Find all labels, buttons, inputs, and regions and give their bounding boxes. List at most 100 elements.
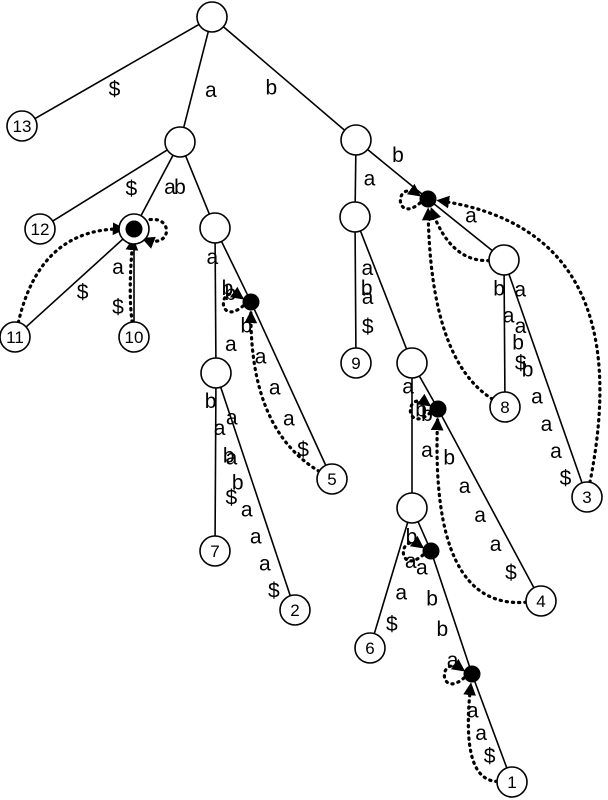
edge-n_babba-leaf6 [373, 522, 409, 634]
leaf-label-4: 4 [536, 592, 545, 611]
edge-n_abba-leaf7 [214, 387, 217, 537]
edge-label-n_babba-n_babbab: b [406, 525, 418, 548]
suffix-link-n_aa-n_aa [141, 217, 168, 249]
edge-n_ab-n_abba [214, 242, 217, 359]
edge-label-n_bab-n_baba: ab [402, 375, 427, 421]
internal-node-n_bba [488, 244, 520, 276]
edge-label-n_ba-n_bab: b [361, 277, 373, 300]
edge-n_bab-n_baba [418, 375, 435, 403]
suffix-link-leaf4-n_baba [430, 417, 528, 605]
suffix-link-n_bb-n_bb [398, 183, 422, 211]
edge-label-root-n_b: b [266, 76, 278, 99]
edge-n_a-leaf12 [52, 149, 168, 222]
suffix-link-leaf1-n_babbabab [463, 682, 499, 784]
edge-n_ba-n_bab [359, 230, 408, 350]
leaf-node-2 [279, 594, 311, 626]
leaf-node-5 [316, 463, 348, 495]
edge-label-n_a-n_aa: a [164, 176, 176, 199]
edge-n_a-n_ab [184, 155, 211, 215]
internal-node-n_a [164, 126, 196, 158]
internal-node-n_ba [339, 201, 371, 233]
leaf-label-7: 7 [210, 542, 219, 561]
leaf-node-7 [199, 535, 231, 567]
marked-node-n_abab [242, 293, 260, 311]
suffix-links [16, 183, 602, 784]
suffix-link-n_abab-n_abab [221, 286, 245, 314]
leaf-label-8: 8 [500, 398, 509, 417]
marked-node-n_bb [419, 190, 437, 208]
leaf-node-13 [6, 110, 38, 142]
edge-n_bba-leaf8 [503, 274, 506, 393]
leaf-label-2: 2 [290, 601, 299, 620]
leaf-node-4 [525, 585, 557, 617]
edge-n_abba-leaf2 [219, 386, 292, 597]
internal-node-root [196, 1, 228, 33]
edge-n_babbabab-leaf1 [474, 681, 508, 769]
tree-edges [25, 23, 583, 769]
leaf-node-1 [496, 766, 528, 798]
leaf-label-10: 10 [125, 328, 144, 347]
leaf-label-1: 1 [507, 773, 516, 792]
internal-node-n_bab [396, 347, 428, 379]
edge-label-n_a-leaf12: $ [126, 178, 138, 201]
edge-n_babba-n_babbab [417, 521, 429, 545]
edge-n_bb-n_bba [433, 203, 493, 252]
internal-node-n_ab [199, 212, 231, 244]
edge-label-n_b-n_ba: a [364, 168, 376, 191]
suffix-link-n_babbabab-n_babbabab [442, 658, 466, 686]
leaf-node-6 [354, 632, 386, 664]
edge-n_baba-leaf4 [441, 415, 535, 589]
edge-label-n_aa-leaf11: $ [77, 281, 89, 304]
edge-label-root-leaf13: $ [109, 78, 121, 101]
leaf-label-11: 11 [6, 328, 24, 347]
leaf-label-6: 6 [365, 639, 374, 658]
leaf-node-10 [118, 321, 150, 353]
edge-label-n_bb-n_bba: a [465, 205, 477, 228]
suffix-link-n_bba-n_bb [428, 206, 491, 263]
edge-n_aa-leaf11 [25, 233, 129, 328]
leaf-node-8 [489, 391, 521, 423]
edge-n_a-n_aa [137, 154, 174, 223]
leaf-label-3: 3 [582, 488, 591, 507]
leaf-label-12: 12 [31, 220, 50, 239]
suffix-link-leaf11-n_aa [16, 222, 126, 324]
internal-node-n_babba [396, 492, 428, 524]
edge-label-n_aa-leaf10: a$ [112, 256, 124, 319]
edge-label-n_b-n_bb: b [392, 144, 404, 167]
internal-node-n_abba [200, 357, 232, 389]
edge-n_b-n_ba [354, 154, 357, 203]
suffix-link-leaf10-n_aa [125, 237, 139, 324]
edge-label-n_a-n_ab: b [174, 176, 186, 199]
edge-n_ab-n_abab [220, 241, 249, 296]
edge-label-n_baba-leaf4: baaa$ [443, 446, 517, 584]
leaf-label-5: 5 [327, 470, 336, 489]
leaf-node-11 [0, 321, 31, 353]
suffix-link-leaf5-n_abab [244, 310, 321, 473]
edge-n_babbab-n_babbabab [432, 558, 471, 667]
leaf-node-9 [340, 347, 372, 379]
edge-root-leaf13 [34, 23, 200, 120]
leaf-node-12 [24, 213, 56, 245]
marked-node-n_babbabab [463, 665, 481, 683]
edge-root-n_b [222, 26, 346, 131]
suffix-link-leaf8-n_bb [421, 207, 494, 401]
leaf-label-13: 13 [13, 117, 32, 136]
edge-root-n_a [182, 31, 210, 128]
suffix-link-leaf3-n_bb [436, 195, 602, 484]
edge-label-n_ab-n_abab: ab [206, 246, 233, 300]
marked-node-n_aa [125, 220, 143, 238]
edge-n_bba-leaf3 [508, 273, 583, 484]
